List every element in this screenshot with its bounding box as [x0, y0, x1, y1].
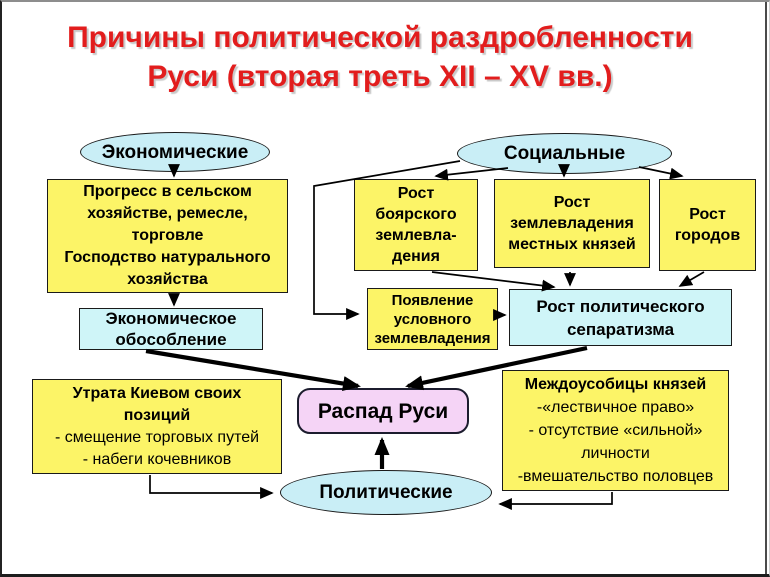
box-kiev-decline-heading: Утрата Киевом своих позиций [72, 384, 242, 424]
category-political-label: Политические [319, 482, 453, 503]
box-princes-feuds-heading: Междоусобицы князей [524, 376, 707, 393]
category-social-label: Социальные [503, 143, 626, 164]
slide-title-line2: Руси (вторая треть XII – XV вв.) [147, 60, 613, 93]
arrow-boyar-to-separatism [431, 271, 556, 292]
arrow-kiev-to-political [149, 475, 274, 499]
box-progress: Прогресс в сельском хозяйстве, ремесле, … [47, 179, 288, 293]
box-rus-collapse: Распад Руси [297, 388, 469, 434]
category-economic-label: Экономические [101, 141, 249, 163]
arrow-cities-to-separatism [678, 271, 705, 287]
box-rus-collapse-label: Распад Руси [317, 399, 449, 423]
category-economic-ellipse: Экономические [80, 132, 270, 172]
arrow-social-to-cities [638, 166, 684, 180]
box-princes-feuds: Междоусобицы князей -«лествичное право»-… [502, 370, 729, 491]
slide-title: Причины политической раздробленности Рус… [2, 18, 758, 96]
arrow-feuds-to-political [498, 492, 613, 510]
box-kiev-decline-bullets: - смещение торговых путей- набеги кочевн… [54, 428, 260, 468]
box-princes-feuds-bullets: -«лествичное право»- отсутствие «сильной… [517, 399, 714, 485]
category-political-ellipse: Политические [280, 470, 492, 515]
slide-title-line1: Причины политической раздробленности [67, 21, 693, 54]
category-social-ellipse: Социальные [457, 133, 672, 174]
box-kiev-decline: Утрата Киевом своих позиций - смещение т… [32, 379, 282, 474]
slide-right-edge [765, 2, 767, 574]
